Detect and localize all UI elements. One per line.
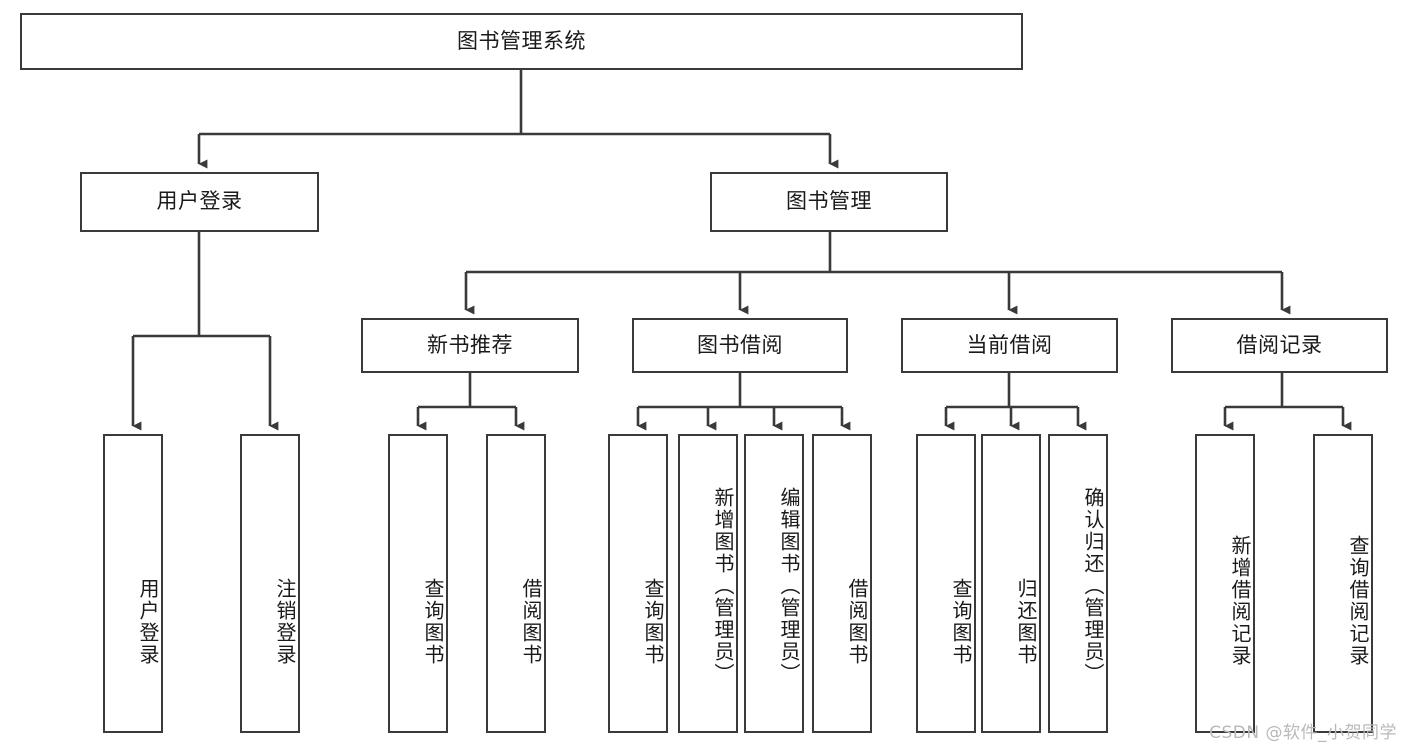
connector-currentborrow-to-leaves xyxy=(944,373,1087,431)
node-new-book-recommend[interactable]: 新书推荐 xyxy=(361,318,579,373)
node-leaf-edit-book[interactable]: 编辑图书（管理员） xyxy=(744,434,804,733)
connector-borrowrecord-to-leaves xyxy=(1223,373,1352,431)
node-label: 借阅图书 xyxy=(519,577,543,666)
node-label: 图书借阅 xyxy=(697,332,783,357)
node-borrow-record[interactable]: 借阅记录 xyxy=(1171,318,1388,373)
node-leaf-user-logout[interactable]: 注销登录 xyxy=(240,434,300,733)
node-label: 确认归还（管理员） xyxy=(1081,486,1105,685)
connector-userlogin-to-leaves xyxy=(131,232,279,431)
node-label: 新增借阅记录 xyxy=(1228,534,1252,667)
node-label: 查询借阅记录 xyxy=(1346,534,1370,667)
node-label: 编辑图书（管理员） xyxy=(777,486,801,685)
node-root-system[interactable]: 图书管理系统 xyxy=(20,13,1023,70)
node-leaf-confirm-return[interactable]: 确认归还（管理员） xyxy=(1048,434,1108,733)
node-label: 用户登录 xyxy=(156,189,243,214)
node-leaf-add-borrow-record[interactable]: 新增借阅记录 xyxy=(1195,434,1255,733)
node-label: 借阅记录 xyxy=(1236,332,1323,357)
node-label: 注销登录 xyxy=(273,577,297,666)
node-current-borrow[interactable]: 当前借阅 xyxy=(901,318,1118,373)
node-label: 查询图书 xyxy=(421,577,445,666)
node-leaf-add-book[interactable]: 新增图书（管理员） xyxy=(678,434,738,733)
node-book-borrow[interactable]: 图书借阅 xyxy=(632,318,848,373)
node-label: 新书推荐 xyxy=(427,332,513,357)
node-label: 当前借阅 xyxy=(966,332,1053,357)
node-label: 借阅图书 xyxy=(845,577,869,666)
connector-bookmanage-to-level3 xyxy=(464,232,1291,315)
node-label: 查询图书 xyxy=(949,577,973,666)
node-user-login[interactable]: 用户登录 xyxy=(80,172,319,232)
node-label: 查询图书 xyxy=(641,577,665,666)
node-leaf-return-book[interactable]: 归还图书 xyxy=(981,434,1041,733)
node-label: 图书管理系统 xyxy=(457,28,586,53)
watermark-text: CSDN @软件_小贺同学 xyxy=(1209,723,1397,743)
connector-newbook-to-leaves xyxy=(416,373,525,431)
node-leaf-query-book-borrow[interactable]: 查询图书 xyxy=(608,434,668,733)
node-leaf-query-book-recommend[interactable]: 查询图书 xyxy=(388,434,448,733)
node-leaf-query-book-current[interactable]: 查询图书 xyxy=(916,434,976,733)
node-leaf-user-login[interactable]: 用户登录 xyxy=(103,434,163,733)
node-label: 新增图书（管理员） xyxy=(711,486,735,685)
connector-root-to-level2 xyxy=(197,70,839,169)
node-book-manage[interactable]: 图书管理 xyxy=(710,172,948,232)
node-leaf-borrow-book[interactable]: 借阅图书 xyxy=(812,434,872,733)
node-label: 图书管理 xyxy=(786,189,872,214)
node-label: 用户登录 xyxy=(136,577,160,666)
node-label: 归还图书 xyxy=(1014,577,1038,666)
node-leaf-borrow-book-recommend[interactable]: 借阅图书 xyxy=(486,434,546,733)
connector-bookborrow-to-leaves xyxy=(636,373,851,431)
node-leaf-query-borrow-record[interactable]: 查询借阅记录 xyxy=(1313,434,1373,733)
